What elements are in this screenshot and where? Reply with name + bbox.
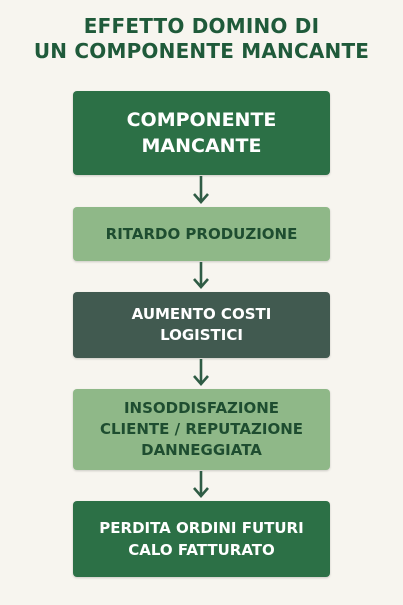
step-customer-dissatisfaction: INSODDISFAZIONE CLIENTE / REPUTAZIONE DA… — [73, 389, 330, 470]
step-3-line-1: AUMENTO COSTI — [131, 305, 272, 323]
arrow-down-icon — [193, 359, 209, 386]
step-3-line-2: LOGISTICI — [160, 326, 243, 344]
step-5-line-2: CALO FATTURATO — [128, 541, 275, 559]
step-2-line-1: RITARDO PRODUZIONE — [105, 225, 298, 243]
diagram-title: EFFETTO DOMINO DI UN COMPONENTE MANCANTE — [0, 14, 403, 64]
step-lost-orders-revenue: PERDITA ORDINI FUTURI CALO FATTURATO — [73, 501, 330, 577]
arrow-down-icon — [193, 262, 209, 289]
arrow-down-icon — [193, 471, 209, 498]
step-4-line-2: CLIENTE / REPUTAZIONE — [99, 420, 303, 438]
arrow-down-icon — [193, 176, 209, 204]
step-4-line-3: DANNEGGIATA — [141, 441, 262, 459]
step-missing-component: COMPONENTE MANCANTE — [73, 91, 330, 175]
step-production-delay: RITARDO PRODUZIONE — [73, 207, 330, 261]
step-1-line-1: COMPONENTE — [126, 109, 277, 131]
step-5-line-1: PERDITA ORDINI FUTURI — [99, 519, 304, 537]
step-logistics-cost-increase: AUMENTO COSTI LOGISTICI — [73, 292, 330, 358]
step-4-line-1: INSODDISFAZIONE — [123, 399, 280, 417]
title-line-1: EFFETTO DOMINO DI — [83, 14, 320, 38]
title-line-2: UN COMPONENTE MANCANTE — [33, 39, 370, 63]
step-1-line-2: MANCANTE — [141, 135, 262, 157]
